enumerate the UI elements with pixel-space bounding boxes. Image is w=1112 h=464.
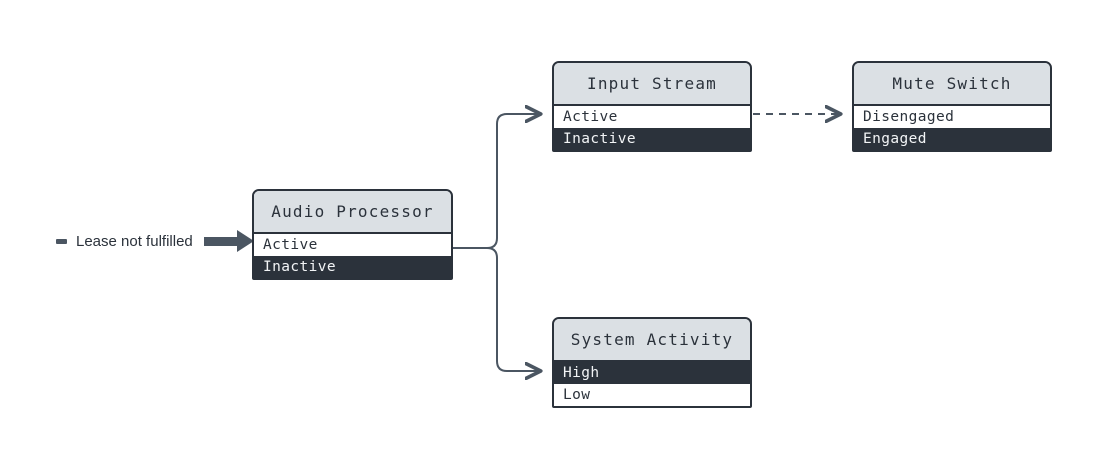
entry-label-text: Lease not fulfilled bbox=[76, 233, 193, 250]
node-audio-processor[interactable]: Audio Processor Active Inactive bbox=[252, 189, 453, 280]
node-mute-switch[interactable]: Mute Switch Disengaged Engaged bbox=[852, 61, 1052, 152]
node-row-system-activity-high[interactable]: High bbox=[554, 362, 750, 384]
node-row-input-stream-active[interactable]: Active bbox=[554, 106, 750, 128]
node-row-mute-switch-engaged[interactable]: Engaged bbox=[854, 128, 1050, 150]
node-row-mute-switch-disengaged[interactable]: Disengaged bbox=[854, 106, 1050, 128]
node-row-audio-processor-active[interactable]: Active bbox=[254, 234, 451, 256]
edge-audio-processor-to-system-activity bbox=[453, 247, 540, 371]
node-row-audio-processor-inactive[interactable]: Inactive bbox=[254, 256, 451, 278]
node-title-input-stream: Input Stream bbox=[554, 63, 750, 106]
edge-audio-processor-to-input-stream bbox=[453, 114, 540, 249]
node-title-mute-switch: Mute Switch bbox=[854, 63, 1050, 106]
dash-marker-icon bbox=[56, 239, 67, 244]
entry-label: Lease not fulfilled bbox=[56, 230, 254, 252]
node-input-stream[interactable]: Input Stream Active Inactive bbox=[552, 61, 752, 152]
node-row-input-stream-inactive[interactable]: Inactive bbox=[554, 128, 750, 150]
entry-arrow-icon bbox=[203, 230, 254, 252]
node-row-system-activity-low[interactable]: Low bbox=[554, 384, 750, 406]
node-system-activity[interactable]: System Activity High Low bbox=[552, 317, 752, 408]
node-title-system-activity: System Activity bbox=[554, 319, 750, 362]
node-title-audio-processor: Audio Processor bbox=[254, 191, 451, 234]
